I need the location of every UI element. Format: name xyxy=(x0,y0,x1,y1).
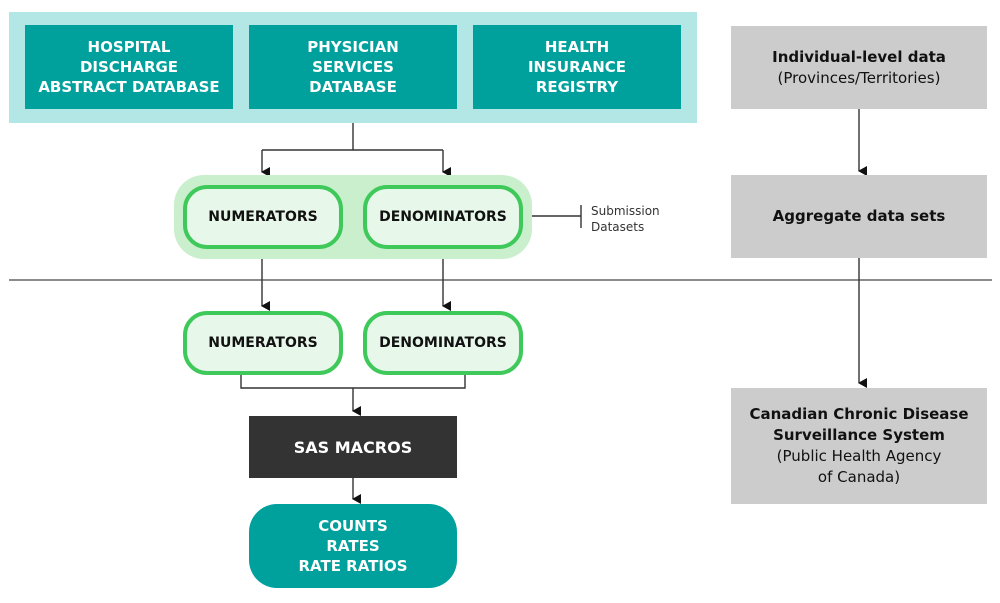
hospital-discharge-box: HOSPITAL DISCHARGE ABSTRACT DATABASE xyxy=(25,25,233,109)
individual-level-data-box: Individual-level data (Provinces/Territo… xyxy=(731,26,987,109)
individual-title: Individual-level data xyxy=(772,47,946,66)
connector-sources-split xyxy=(262,123,443,151)
aggregate-title: Aggregate data sets xyxy=(772,207,946,225)
submission-datasets-label: Submission Datasets xyxy=(591,204,660,234)
analysis-denominators-box: DENOMINATORS xyxy=(363,311,523,375)
individual-subtitle: (Provinces/Territories) xyxy=(777,68,941,87)
ccdss-box: Canadian Chronic Disease Surveillance Sy… xyxy=(731,388,987,504)
health-insurance-box: HEALTH INSURANCE REGISTRY xyxy=(473,25,681,109)
ccdss-subtitle: (Public Health Agency of Canada) xyxy=(776,447,942,486)
output-box: COUNTS RATES RATE RATIOS xyxy=(249,504,457,588)
connector-merge xyxy=(240,374,466,389)
aggregate-data-sets-box: Aggregate data sets xyxy=(731,175,987,258)
physician-services-box: PHYSICIAN SERVICES DATABASE xyxy=(249,25,457,109)
analysis-numerators-box: NUMERATORS xyxy=(183,311,343,375)
submission-denominators-box: DENOMINATORS xyxy=(363,185,523,249)
ccdss-title: Canadian Chronic Disease Surveillance Sy… xyxy=(749,405,969,444)
legend-bracket xyxy=(532,205,582,228)
submission-numerators-box: NUMERATORS xyxy=(183,185,343,249)
sas-macros-box: SAS MACROS xyxy=(249,416,457,478)
